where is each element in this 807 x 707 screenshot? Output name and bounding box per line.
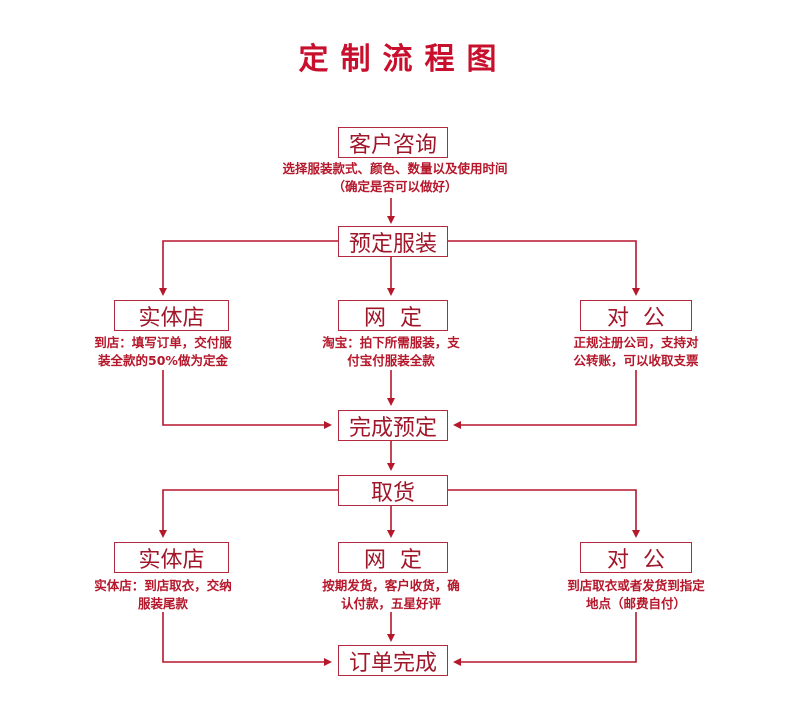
step-consult-desc: 选择服装款式、颜色、数量以及使用时间 （确定是否可以做好） xyxy=(200,160,590,196)
branch-store-desc: 到店：填写订单，交付服 装全款的50%做为定金 xyxy=(73,334,253,370)
step-consult-box: 客户咨询 xyxy=(338,127,448,158)
pickup-online-desc-line2: 认付款，五星好评 xyxy=(340,596,441,611)
step-pickup-box: 取货 xyxy=(338,475,448,506)
branch-online-desc-line2: 付宝付服装全款 xyxy=(347,353,435,368)
step-reserve-done-label: 完成预定 xyxy=(348,415,437,441)
connector-reserve-left xyxy=(159,240,338,296)
step-order-done-label: 订单完成 xyxy=(348,650,437,676)
step-reserve-done-box: 完成预定 xyxy=(338,410,448,441)
branch-store-desc-line1: 到店：填写订单，交付服 xyxy=(94,335,232,350)
branch-corporate-box: 对 公 xyxy=(580,300,692,331)
pickup-corporate-desc: 到店取衣或者发货到指定 地点（邮费自付） xyxy=(546,577,726,613)
branch-corporate-desc: 正规注册公司，支持对 公转账，可以收取支票 xyxy=(546,334,726,370)
connector-pickup-right xyxy=(447,489,640,538)
pickup-store-desc: 实体店：到店取衣，交纳 服装尾款 xyxy=(73,577,253,613)
connector-store-to-order-done xyxy=(162,612,332,666)
step-consult-desc-line2: （确定是否可以做好） xyxy=(332,179,458,194)
step-order-done-box: 订单完成 xyxy=(338,645,448,676)
step-consult-desc-line1: 选择服装款式、颜色、数量以及使用时间 xyxy=(282,161,508,176)
branch-store-box: 实体店 xyxy=(114,300,229,331)
page-title: 定制流程图 xyxy=(298,42,509,77)
connector-corp-to-order-done xyxy=(453,612,637,666)
connector-store-to-done xyxy=(162,370,332,429)
pickup-corporate-box: 对 公 xyxy=(580,542,692,573)
branch-corporate-label: 对 公 xyxy=(607,305,665,331)
pickup-online-desc: 按期发货，客户收货，确 认付款，五星好评 xyxy=(301,577,481,613)
pickup-online-desc-line1: 按期发货，客户收货，确 xyxy=(322,578,460,593)
branch-online-desc: 淘宝：拍下所需服装，支 付宝付服装全款 xyxy=(301,334,481,370)
branch-store-desc-line2: 装全款的50%做为定金 xyxy=(98,353,228,368)
connector-reserve-right xyxy=(447,240,640,296)
branch-online-desc-line1: 淘宝：拍下所需服装，支 xyxy=(322,335,460,350)
step-reserve-label: 预定服装 xyxy=(348,231,437,257)
pickup-store-desc-line1: 实体店：到店取衣，交纳 xyxy=(94,578,232,593)
pickup-store-label: 实体店 xyxy=(138,547,205,573)
branch-online-box: 网 定 xyxy=(338,300,448,331)
branch-store-label: 实体店 xyxy=(138,305,205,331)
branch-online-label: 网 定 xyxy=(364,305,422,331)
pickup-store-box: 实体店 xyxy=(114,542,229,573)
pickup-corporate-desc-line2: 地点（邮费自付） xyxy=(585,596,686,611)
pickup-store-desc-line2: 服装尾款 xyxy=(137,596,188,611)
step-pickup-label: 取货 xyxy=(370,480,415,506)
pickup-online-label: 网 定 xyxy=(364,547,422,573)
pickup-corporate-label: 对 公 xyxy=(607,547,665,573)
pickup-corporate-desc-line1: 到店取衣或者发货到指定 xyxy=(567,578,705,593)
branch-corporate-desc-line2: 公转账，可以收取支票 xyxy=(573,353,699,368)
connector-pickup-left xyxy=(159,489,338,538)
step-consult-label: 客户咨询 xyxy=(348,132,437,158)
branch-corporate-desc-line1: 正规注册公司，支持对 xyxy=(573,335,699,350)
step-reserve-box: 预定服装 xyxy=(338,226,448,257)
connector-corp-to-done xyxy=(453,370,637,429)
pickup-online-box: 网 定 xyxy=(338,542,448,573)
